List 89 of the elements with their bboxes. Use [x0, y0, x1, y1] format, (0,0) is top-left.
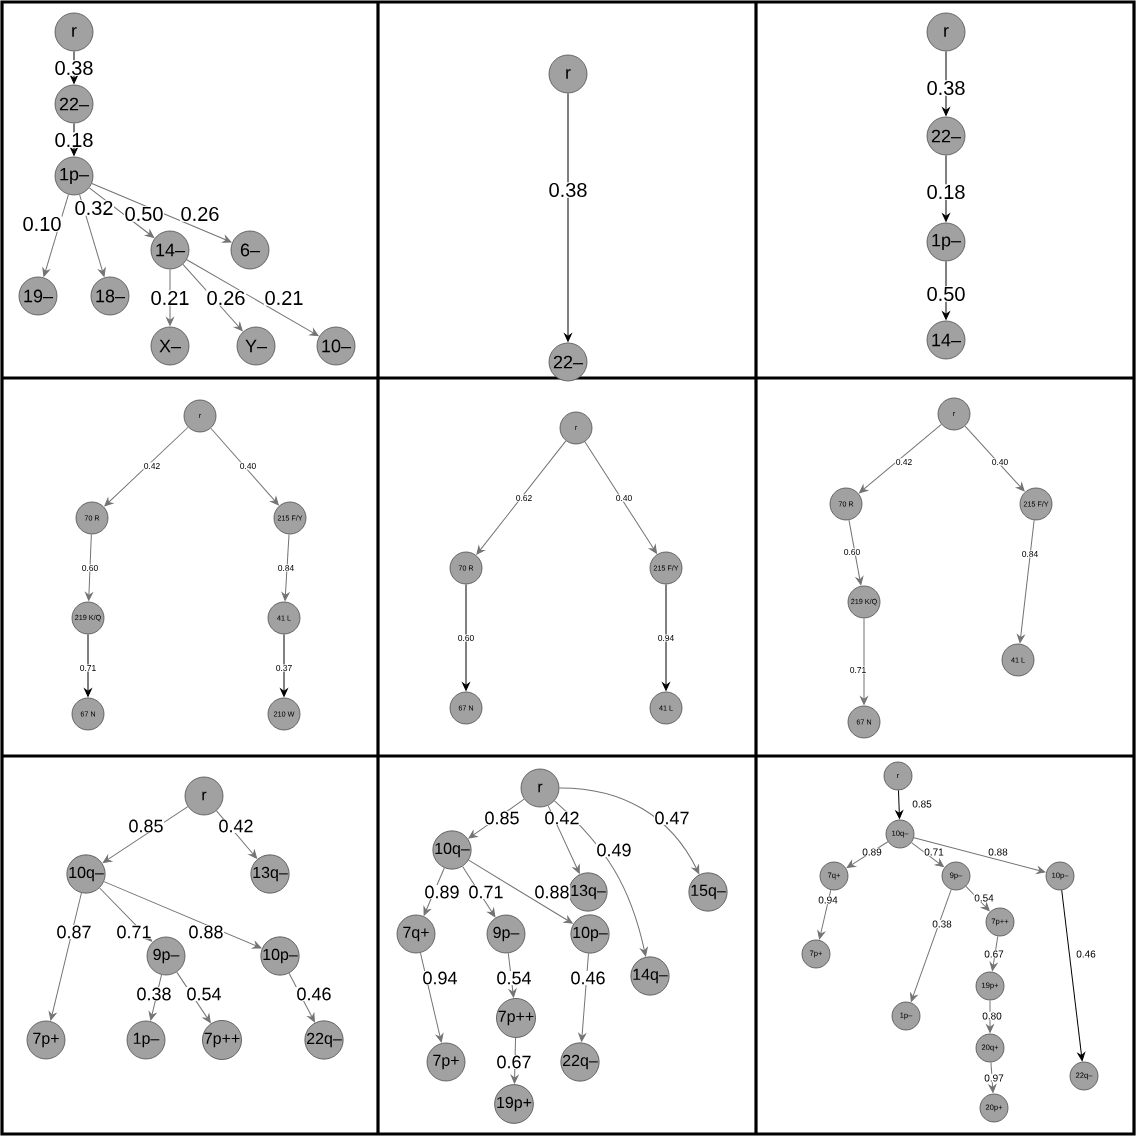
edge-label: 0.26 [205, 290, 247, 306]
arrow [584, 441, 657, 554]
arrow [210, 427, 279, 506]
arrow [468, 859, 573, 924]
edge-label: 0.47 [653, 811, 691, 825]
edge-label: 0.21 [149, 290, 191, 306]
arrow [462, 583, 470, 691]
arrow [913, 837, 1046, 874]
edge-label: 0.38 [547, 182, 589, 198]
arrow [84, 633, 92, 697]
edge-label: 0.18 [925, 184, 967, 200]
arrow [85, 533, 93, 601]
edge-label: 0.38 [53, 60, 95, 76]
arrow [895, 789, 904, 819]
edge-label: 0.85 [127, 819, 165, 833]
arrow [507, 952, 517, 998]
edge-label: 0.94 [421, 971, 459, 985]
edge-label: 0.32 [73, 200, 115, 216]
arrow [88, 187, 155, 238]
edge-label: 0.71 [115, 925, 153, 939]
arrow [186, 259, 319, 337]
arrow [70, 122, 78, 156]
arrow [182, 263, 243, 332]
edge-label: 0.67 [495, 1055, 533, 1069]
arrow [104, 426, 189, 507]
arrow [986, 999, 994, 1033]
edge-label: 0.49 [595, 843, 633, 857]
arrow [989, 935, 999, 972]
edge-label: 0.26 [179, 206, 221, 222]
edge-label: 0.88 [187, 925, 225, 939]
edge-label: 0.10 [21, 216, 63, 232]
arrow [564, 92, 572, 342]
arrow [48, 892, 82, 1021]
edge-label: 0.88 [533, 885, 571, 899]
arrow [42, 194, 69, 277]
arrow [166, 268, 174, 326]
arrow [558, 787, 700, 874]
edge-label: 0.46 [295, 987, 333, 1001]
arrow [846, 841, 889, 869]
arrow [942, 50, 950, 116]
edge-label: 0.46 [569, 971, 607, 985]
arrow [102, 806, 189, 864]
arrow [70, 50, 78, 84]
arrow [911, 842, 944, 868]
edge-label: 0.42 [543, 811, 581, 825]
arrow [1061, 889, 1086, 1061]
arrow [662, 583, 670, 691]
arrow [554, 800, 648, 957]
arrow [859, 424, 942, 494]
arrow [965, 885, 990, 912]
arrow [942, 154, 950, 222]
arrow [288, 972, 315, 1023]
arrow [103, 881, 262, 949]
arrow [281, 533, 290, 601]
arrow [1017, 519, 1035, 643]
edge-label: 0.38 [135, 987, 173, 1001]
edge-label: 0.71 [467, 885, 505, 899]
arrow [817, 889, 832, 940]
arrow [476, 440, 567, 555]
arrow [79, 194, 106, 277]
arrow [462, 865, 496, 918]
edge-label: 0.21 [263, 290, 305, 306]
edge-label: 0.54 [185, 987, 223, 1001]
arrow [860, 617, 868, 705]
arrow [988, 1061, 997, 1093]
edge-label: 0.50 [123, 206, 165, 222]
edge-label: 0.38 [925, 80, 967, 96]
arrow [468, 798, 525, 839]
arrow [848, 519, 864, 586]
arrow [176, 971, 211, 1023]
arrow [547, 805, 580, 874]
arrow [964, 425, 1025, 492]
arrow [280, 633, 288, 697]
edge-label: 0.50 [925, 286, 967, 302]
arrow [910, 889, 952, 1002]
arrow [423, 867, 445, 916]
edge-label: 0.18 [53, 132, 95, 148]
arrow [216, 810, 258, 859]
arrow [510, 1037, 519, 1084]
arrow [148, 974, 162, 1021]
edge-label: 0.42 [217, 819, 255, 833]
edge-label: 0.54 [495, 971, 533, 985]
edge-label: 0.87 [55, 925, 93, 939]
arrow [578, 953, 589, 1042]
arrow [91, 183, 232, 243]
edge-label: 0.89 [423, 885, 461, 899]
edge-label: 0.85 [483, 811, 521, 825]
arrow [419, 952, 444, 1043]
arrow [942, 260, 950, 320]
